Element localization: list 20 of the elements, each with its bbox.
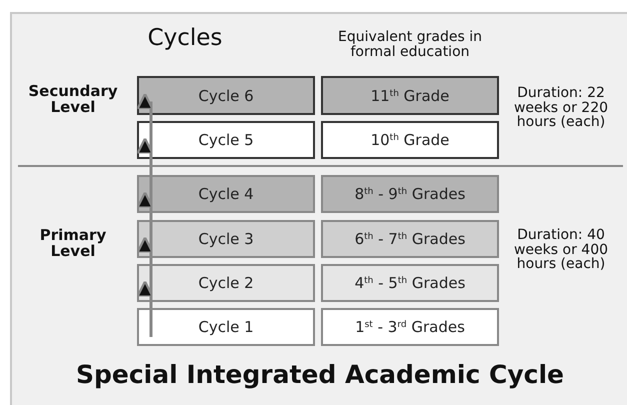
grade-box: 4$^{th}$ - 5$^{th}$ Grades [321,264,499,302]
duration-note: Duration: 40 weeks or 400 hours (each) [512,228,610,272]
duration-note: Duration: 22 weeks or 220 hours (each) [512,86,610,130]
grade-box: 11$^{th}$ Grade [321,76,499,115]
cycle-box: Cycle 5 [137,121,315,159]
diagram-title: Special Integrated Academic Cycle [74,360,565,389]
grade-box: 10$^{th}$ Grade [321,121,499,159]
grade-box: 8$^{th}$ - 9$^{th}$ Grades [321,175,499,213]
grade-box: 1$^{st}$ - 3$^{rd}$ Grades [321,308,499,346]
grade-box: 6$^{th}$ - 7$^{th}$ Grades [321,220,499,258]
cycle-box: Cycle 3 [137,220,315,258]
level-label: Primary Level [38,228,108,260]
arrow [136,280,154,337]
column-heading: Cycles [146,26,224,50]
cycle-box: Cycle 2 [137,264,315,302]
level-label: Secundary Level [27,84,119,116]
cycle-box: Cycle 4 [137,175,315,213]
cycle-box: Cycle 6 [137,76,315,115]
cycle-box: Cycle 1 [137,308,315,346]
column-heading: Equivalent grades in formal education [337,30,483,60]
